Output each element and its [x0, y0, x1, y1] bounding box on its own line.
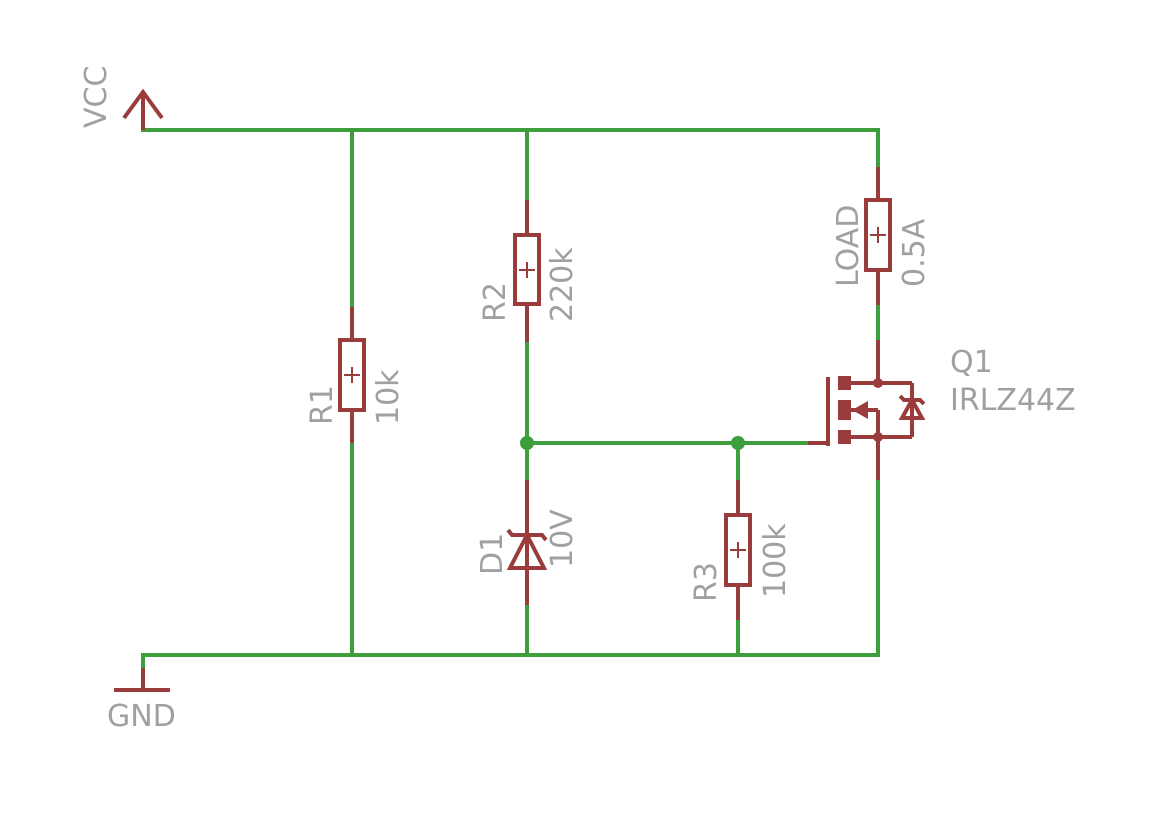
d1-value: 10V: [545, 509, 580, 568]
resistor-r2[interactable]: R2 220k: [478, 200, 580, 342]
gnd-symbol: GND: [107, 668, 176, 734]
r3-value: 100k: [758, 523, 793, 598]
r1-value: 10k: [371, 369, 406, 425]
resistor-r3[interactable]: R3 100k: [689, 480, 793, 620]
load-name: LOAD: [831, 205, 866, 287]
load-value: 0.5A: [897, 218, 932, 287]
vcc-label: VCC: [79, 66, 114, 128]
vcc-symbol: VCC: [79, 66, 164, 130]
junction-gate-right: [731, 436, 745, 450]
r2-value: 220k: [545, 247, 580, 322]
q1-name: Q1: [950, 345, 993, 380]
zener-diode-d1[interactable]: D1 10V: [475, 480, 580, 605]
q1-value: IRLZ44Z: [950, 383, 1076, 418]
d1-name: D1: [475, 533, 510, 575]
wires: [141, 128, 880, 670]
r1-name: R1: [305, 385, 340, 425]
r3-name: R3: [689, 562, 724, 602]
load-resistor[interactable]: LOAD 0.5A: [831, 167, 932, 305]
gnd-label: GND: [107, 699, 176, 734]
resistor-r1[interactable]: R1 10k: [305, 307, 406, 443]
junction-gate-left: [520, 436, 534, 450]
mosfet-q1[interactable]: Q1 IRLZ44Z: [808, 340, 1076, 480]
r2-name: R2: [478, 282, 513, 322]
